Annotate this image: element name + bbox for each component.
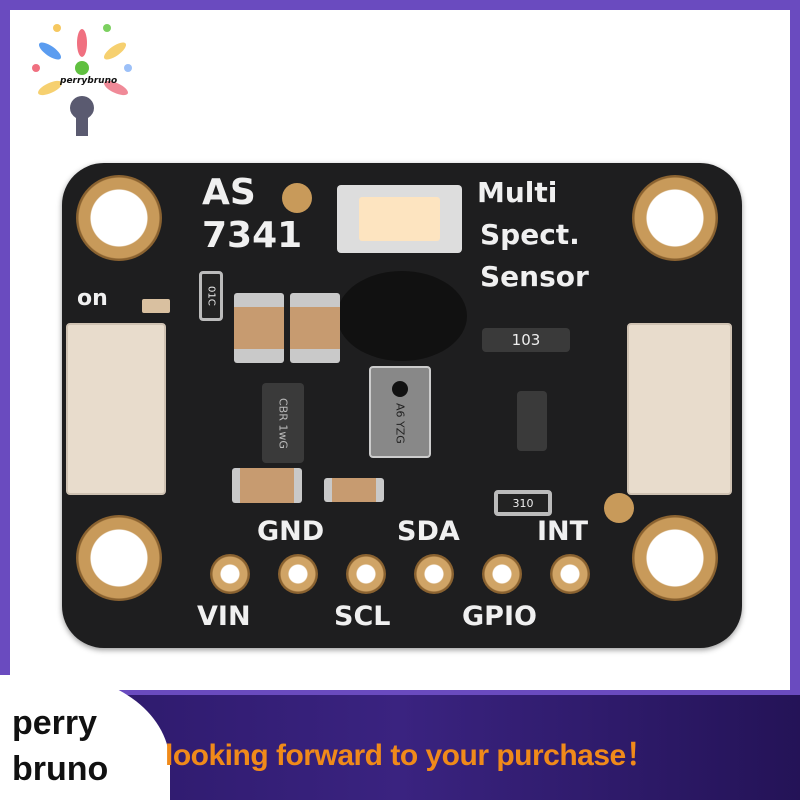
resistor-vertical: 01C	[199, 271, 223, 321]
stemma-connector-left	[66, 323, 166, 495]
mounting-hole-bottom-right	[632, 515, 718, 601]
mounting-hole-top-left	[76, 175, 162, 261]
brand-name-line1: perry	[12, 704, 98, 742]
pin-label-int: INT	[537, 516, 589, 547]
resistor-array: 103	[482, 328, 570, 352]
via-pad	[282, 183, 312, 213]
chip-name-as: AS	[202, 172, 256, 213]
brand-logo: perrybruno	[28, 18, 138, 138]
pin-sda	[414, 554, 454, 594]
capacitor	[234, 293, 284, 363]
pin-label-vin: VIN	[197, 601, 251, 632]
stemma-connector-right	[627, 323, 732, 495]
pin-label-gpio: GPIO	[462, 601, 537, 632]
capacitor	[232, 468, 302, 503]
sensor-chip-marking: A6 YZG	[393, 402, 407, 444]
label-on: on	[77, 286, 108, 311]
pin-int	[550, 554, 590, 594]
pin-scl	[346, 554, 386, 594]
regulator-ic: CBR 1wG	[262, 383, 304, 463]
level-shifter-ic	[517, 391, 547, 451]
logo-text: perrybruno	[60, 76, 118, 86]
via-pad	[604, 493, 634, 523]
mounting-hole-bottom-left	[76, 515, 162, 601]
capacitor	[324, 478, 384, 502]
as7341-sensor-chip: A6 YZG	[369, 366, 431, 458]
pin-label-gnd: GND	[257, 516, 325, 547]
pin-label-sda: SDA	[397, 516, 460, 547]
power-led	[142, 299, 170, 313]
resistor-small: 310	[494, 490, 552, 516]
brand-name-line2: bruno	[12, 750, 109, 788]
label-spect: Spect.	[480, 218, 580, 251]
pin-vin	[210, 554, 250, 594]
lightbulb-logo-icon	[32, 24, 132, 136]
label-multi: Multi	[477, 176, 558, 209]
sensor-window	[337, 271, 467, 361]
mounting-hole-top-right	[632, 175, 718, 261]
chip-name-7341: 7341	[202, 215, 303, 256]
white-led	[337, 185, 462, 253]
pin-gnd	[278, 554, 318, 594]
capacitor	[290, 293, 340, 363]
as7341-sensor-board: AS 7341 Multi Spect. Sensor on 01C 103 C…	[62, 163, 742, 648]
sensor-aperture-icon	[392, 380, 408, 397]
pin-label-scl: SCL	[334, 601, 391, 632]
label-sensor: Sensor	[480, 260, 589, 293]
pin-gpio	[482, 554, 522, 594]
promo-slogan: looking forward to your purchase！	[165, 739, 656, 772]
